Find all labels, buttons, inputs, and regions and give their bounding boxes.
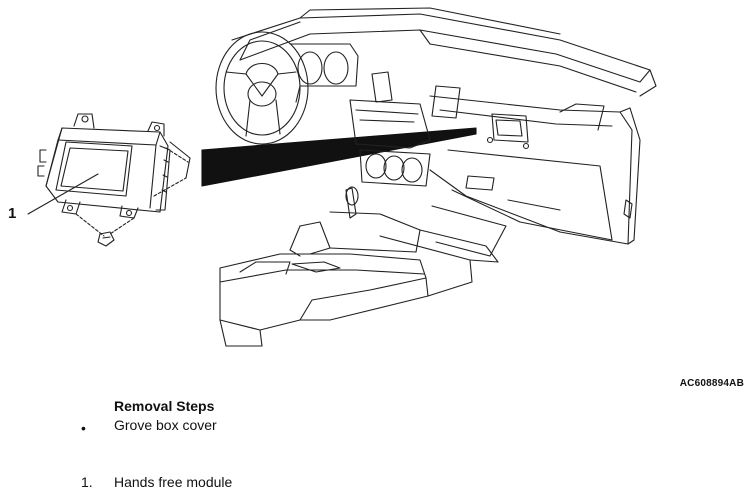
step-marker: •	[81, 420, 86, 436]
step-marker: 1.	[81, 474, 93, 490]
dashboard-line-drawing	[216, 8, 656, 346]
removal-step-glove-box-cover: • Grove box cover	[81, 417, 217, 436]
hands-free-module-detail	[28, 114, 190, 246]
removal-step-hands-free-module: 1. Hands free module	[81, 474, 233, 490]
dashboard-illustration	[0, 0, 754, 380]
view-pointer-wedge	[202, 128, 476, 186]
removal-steps-title: Removal Steps	[114, 398, 215, 414]
step-label: Hands free module	[114, 474, 233, 490]
figure-reference-code: AC608894AB	[679, 378, 744, 389]
mounted-module	[488, 114, 529, 149]
callout-number: 1	[8, 205, 17, 222]
step-label: Grove box cover	[114, 417, 217, 433]
